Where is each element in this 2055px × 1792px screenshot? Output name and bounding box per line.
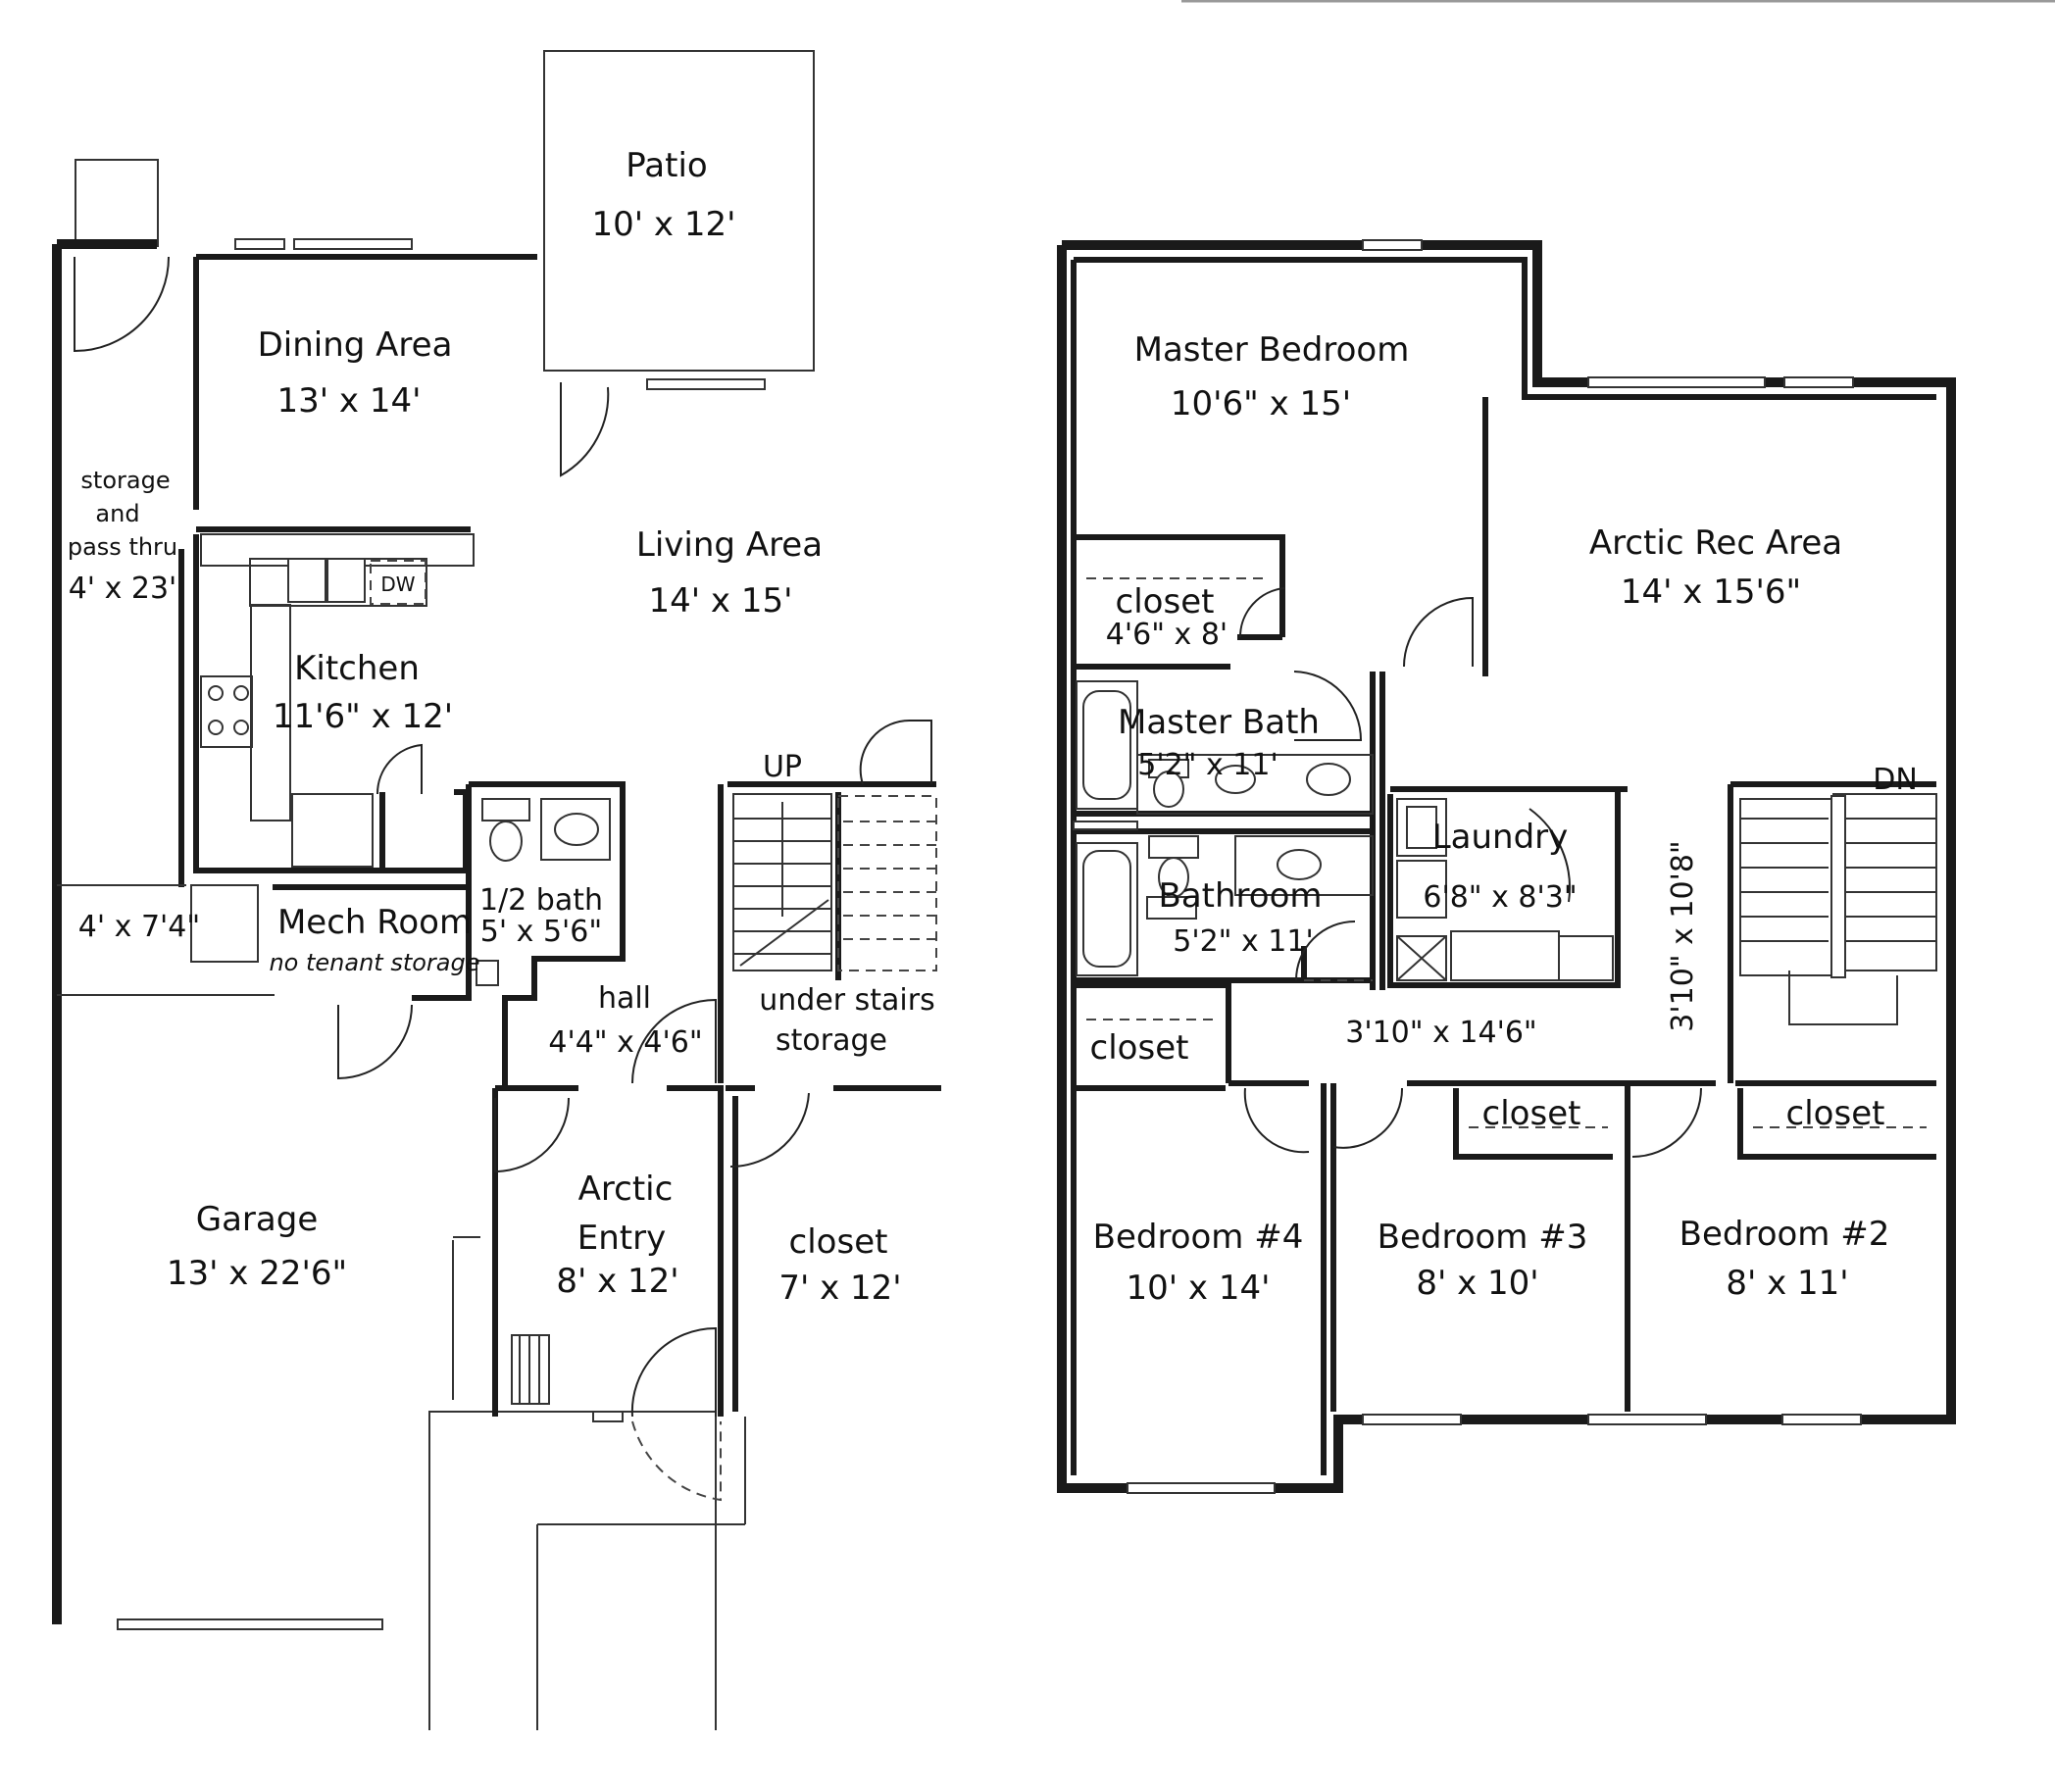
master-closet-label: closet <box>1116 582 1215 622</box>
rec-size: 14' x 15'6" <box>1621 572 1801 612</box>
stoop-outline <box>75 159 159 247</box>
front-walk <box>428 1411 717 1730</box>
entry-label-1: Arctic <box>578 1170 674 1209</box>
mech-note: no tenant storage <box>269 949 479 976</box>
under-stairs-label-2: storage <box>776 1023 887 1058</box>
second-floor <box>1057 239 1956 1494</box>
patio-outline <box>543 50 815 372</box>
kitchen-size: 11'6" x 12' <box>273 697 453 736</box>
stairs-up-label: UP <box>763 750 802 784</box>
dining-label: Dining Area <box>258 325 453 365</box>
sink-icon <box>287 558 326 603</box>
patio-size: 10' x 12' <box>592 205 736 244</box>
stairs-up <box>732 793 937 971</box>
closet-b2-label: closet <box>1786 1094 1885 1133</box>
kitchen-label: Kitchen <box>294 649 420 688</box>
laundry-label: Laundry <box>1432 818 1569 857</box>
closet-label: closet <box>789 1222 888 1262</box>
storage-label-1: storage <box>80 467 170 494</box>
stairs-down-label: DN <box>1873 763 1918 797</box>
living-label: Living Area <box>636 525 823 565</box>
bedroom3-label: Bedroom #3 <box>1378 1218 1588 1257</box>
entry-label-2: Entry <box>577 1219 666 1258</box>
bedroom2-label: Bedroom #2 <box>1679 1215 1890 1254</box>
hall-vertical-size: 3'10" x 10'8" <box>1666 840 1700 1031</box>
half-bath-label: 1/2 bath <box>479 883 603 918</box>
master-bedroom-label: Master Bedroom <box>1134 330 1410 370</box>
first-floor <box>52 50 941 1730</box>
closet-size: 7' x 12' <box>778 1269 901 1308</box>
garage-size: 13' x 22'6" <box>167 1254 347 1293</box>
under-stairs-label-1: under stairs <box>759 983 934 1018</box>
hall-label: hall <box>598 981 651 1016</box>
dishwasher-label: DW <box>380 572 415 596</box>
master-bath-size: 5'2" x 11' <box>1137 748 1278 782</box>
toilet-icon <box>489 821 523 862</box>
closet-b3-label: closet <box>1482 1094 1581 1133</box>
garage-label: Garage <box>196 1200 319 1239</box>
bedroom2-size: 8' x 11' <box>1726 1264 1848 1303</box>
master-bedroom-size: 10'6" x 15' <box>1171 384 1351 423</box>
hall-closet-label: closet <box>1090 1028 1189 1068</box>
hall-size: 4'4" x 4'6" <box>548 1025 702 1060</box>
patio-label: Patio <box>626 146 707 185</box>
small-space-size: 4' x 7'4" <box>78 910 200 944</box>
rec-label: Arctic Rec Area <box>1589 523 1842 563</box>
vanity-sink-icon <box>1215 765 1256 794</box>
bedroom3-size: 8' x 10' <box>1416 1264 1538 1303</box>
laundry-size: 6'8" x 8'3" <box>1423 880 1577 915</box>
living-size: 14' x 15' <box>649 581 793 621</box>
dining-size: 13' x 14' <box>277 381 422 421</box>
bedroom4-label: Bedroom #4 <box>1093 1218 1304 1257</box>
bathroom-label: Bathroom <box>1159 876 1323 916</box>
storage-label-2: and <box>95 500 139 527</box>
master-closet-size: 4'6" x 8' <box>1106 618 1228 652</box>
door-swing <box>74 256 170 353</box>
bedroom4-size: 10' x 14' <box>1127 1269 1271 1308</box>
master-bath-label: Master Bath <box>1118 703 1320 742</box>
half-bath-size: 5' x 5'6" <box>480 915 602 949</box>
bathroom-size: 5'2" x 11' <box>1173 924 1313 959</box>
half-bath-sink-icon <box>554 813 599 846</box>
entry-size: 8' x 12' <box>556 1262 678 1301</box>
stairs-down <box>1739 793 1937 1025</box>
hallway-size: 3'10" x 14'6" <box>1345 1016 1536 1050</box>
mech-label: Mech Room <box>277 903 472 942</box>
storage-label-3: pass thru <box>68 533 177 561</box>
stove-burner-icon <box>208 685 224 701</box>
storage-size: 4' x 23' <box>69 572 177 606</box>
